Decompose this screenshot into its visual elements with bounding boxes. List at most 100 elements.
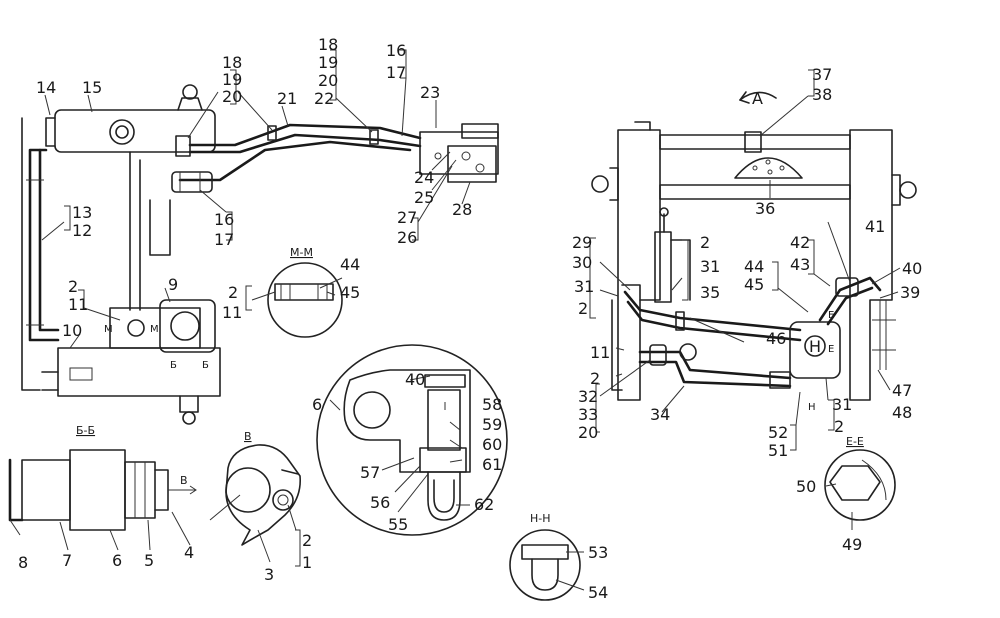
label-27: 27 xyxy=(397,208,417,227)
label-41: 41 xyxy=(865,217,885,236)
label-2f: 2 xyxy=(590,369,600,388)
label-1: 1 xyxy=(302,553,312,572)
label-11c: 11 xyxy=(590,343,610,362)
leader-lines xyxy=(9,49,901,591)
label-14: 14 xyxy=(36,78,56,97)
label-2c: 2 xyxy=(302,531,312,550)
cut-mark-e-top: Е xyxy=(828,310,834,321)
label-11b: 11 xyxy=(222,303,242,322)
label-16b: 16 xyxy=(214,210,234,229)
label-25: 25 xyxy=(414,188,434,207)
right-assembly xyxy=(591,91,917,401)
label-22: 22 xyxy=(314,89,334,108)
label-3: 3 xyxy=(264,565,274,584)
label-2d: 2 xyxy=(578,299,588,318)
label-50: 50 xyxy=(796,477,816,496)
label-21: 21 xyxy=(277,89,297,108)
view-label-a: А xyxy=(752,89,763,108)
cut-mark-m-right: М xyxy=(150,324,159,335)
label-40b: 40 xyxy=(902,259,922,278)
label-23: 23 xyxy=(420,83,440,102)
label-10: 10 xyxy=(62,321,82,340)
label-31b: 31 xyxy=(700,257,720,276)
cut-mark-b-right: Б xyxy=(202,360,209,371)
label-45a: 45 xyxy=(340,283,360,302)
section-labels: М-М Б-Б В В Н-Н Е-Е А М М Б Б Н Е Е Н xyxy=(76,89,864,525)
label-28: 28 xyxy=(452,200,472,219)
label-45b: 45 xyxy=(744,275,764,294)
section-label-mm: М-М xyxy=(290,246,313,259)
label-6b: 6 xyxy=(112,551,122,570)
label-55: 55 xyxy=(388,515,408,534)
label-35: 35 xyxy=(700,283,720,302)
section-label-b: В xyxy=(244,430,252,443)
arrow-label-b: В xyxy=(180,474,188,487)
section-label-hh: Н-Н xyxy=(530,512,551,525)
section-b-latch xyxy=(225,444,302,546)
part-labels: 14 15 18 19 20 21 18 19 20 22 16 17 23 2… xyxy=(18,35,922,602)
valve-letter-h: Н xyxy=(809,337,821,356)
label-19b: 19 xyxy=(318,53,338,72)
label-4: 4 xyxy=(184,543,194,562)
label-33: 33 xyxy=(578,405,598,424)
cut-mark-e-right: Е xyxy=(828,344,834,355)
label-2b: 2 xyxy=(228,283,238,302)
label-38: 38 xyxy=(812,85,832,104)
label-20b: 20 xyxy=(318,71,338,90)
label-29: 29 xyxy=(572,233,592,252)
label-49: 49 xyxy=(842,535,862,554)
label-40a: 40 xyxy=(405,370,425,389)
label-48: 48 xyxy=(892,403,912,422)
label-47: 47 xyxy=(892,381,912,400)
label-2e: 2 xyxy=(700,233,710,252)
label-56: 56 xyxy=(370,493,390,512)
label-15: 15 xyxy=(82,78,102,97)
left-assembly xyxy=(21,84,499,425)
label-18b: 18 xyxy=(318,35,338,54)
label-17a: 17 xyxy=(386,63,406,82)
section-mm xyxy=(267,262,343,338)
label-26: 26 xyxy=(397,228,417,247)
label-31c: 31 xyxy=(832,395,852,414)
label-54: 54 xyxy=(588,583,608,602)
label-7: 7 xyxy=(62,551,72,570)
label-37: 37 xyxy=(812,65,832,84)
label-57: 57 xyxy=(360,463,380,482)
label-24: 24 xyxy=(414,168,434,187)
label-43: 43 xyxy=(790,255,810,274)
section-ee xyxy=(824,449,896,521)
label-34: 34 xyxy=(650,405,670,424)
label-17b: 17 xyxy=(214,230,234,249)
label-39: 39 xyxy=(900,283,920,302)
cut-mark-b-left: Б xyxy=(170,360,177,371)
label-2g: 2 xyxy=(834,417,844,436)
label-42: 42 xyxy=(790,233,810,252)
label-12: 12 xyxy=(72,221,92,240)
label-53: 53 xyxy=(588,543,608,562)
label-32: 32 xyxy=(578,387,598,406)
label-31a: 31 xyxy=(574,277,594,296)
section-label-ee: Е-Е xyxy=(846,435,864,448)
section-bb xyxy=(8,449,197,531)
label-61: 61 xyxy=(482,455,502,474)
label-46: 46 xyxy=(766,329,786,348)
label-62: 62 xyxy=(474,495,494,514)
section-hh xyxy=(509,529,581,601)
label-6a: 6 xyxy=(312,395,322,414)
label-16a: 16 xyxy=(386,41,406,60)
label-20c: 20 xyxy=(578,423,598,442)
section-label-bb: Б-Б xyxy=(76,424,95,437)
cut-mark-m-left: М xyxy=(104,324,113,335)
label-18a: 18 xyxy=(222,53,242,72)
label-51: 51 xyxy=(768,441,788,460)
label-60: 60 xyxy=(482,435,502,454)
label-13: 13 xyxy=(72,203,92,222)
label-58: 58 xyxy=(482,395,502,414)
section-detail-6 xyxy=(316,344,508,536)
label-2a: 2 xyxy=(68,277,78,296)
label-59: 59 xyxy=(482,415,502,434)
label-8: 8 xyxy=(18,553,28,572)
label-19a: 19 xyxy=(222,70,242,89)
label-11a: 11 xyxy=(68,295,88,314)
label-44b: 44 xyxy=(744,257,764,276)
